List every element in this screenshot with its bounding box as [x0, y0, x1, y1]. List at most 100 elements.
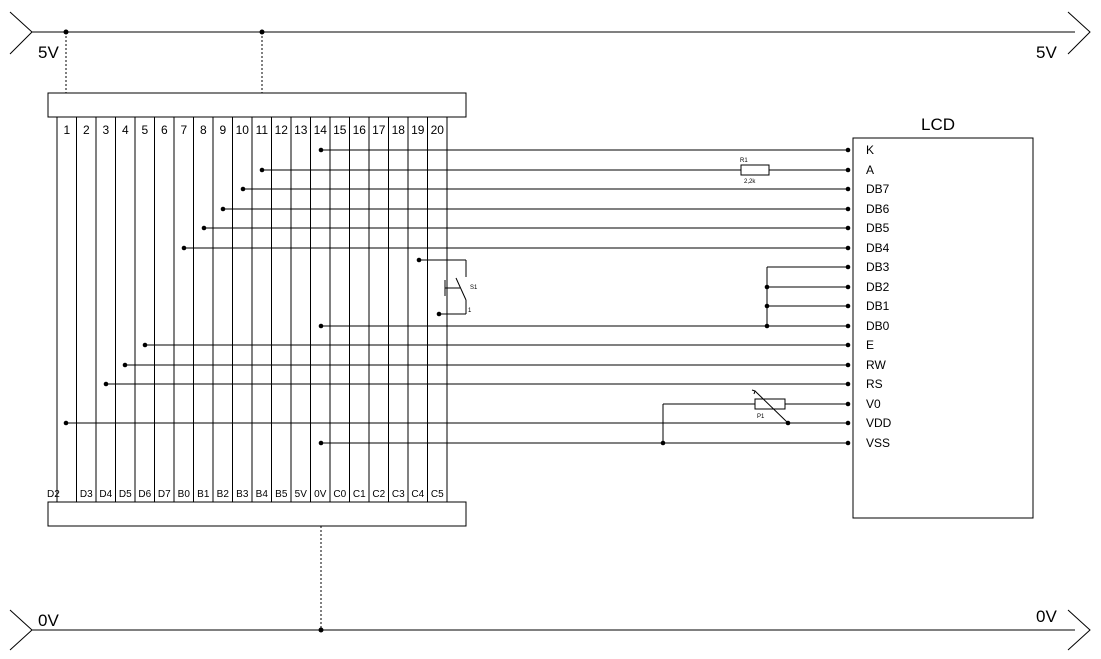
connector-top-pin-label: 18 — [392, 123, 406, 137]
resistor-body — [740, 164, 770, 176]
rail-ties — [65, 32, 322, 630]
lcd-pin-label: DB7 — [866, 182, 890, 196]
lcd-pin-dot — [845, 440, 851, 446]
connector-top-pin-label: 2 — [83, 123, 90, 137]
connector-bottom-pin-label: 0V — [314, 489, 327, 500]
junction-dot — [240, 186, 246, 192]
junction-dot — [318, 440, 324, 446]
connector-top-block — [47, 92, 467, 118]
connector-top-pin-label: 19 — [411, 123, 425, 137]
rail-5v: 5V 5V — [9, 11, 1091, 62]
lcd-pin-label: VSS — [866, 436, 890, 450]
connector-top-pin-label: 20 — [431, 123, 445, 137]
wires — [66, 149, 846, 444]
connector-bottom-pin-label: C4 — [411, 489, 424, 500]
junction-dot — [201, 225, 207, 231]
connector-bottom-pin-label: C0 — [333, 489, 346, 500]
potentiometer-p1: P1 — [751, 389, 789, 424]
lcd-pin-label: DB2 — [866, 280, 890, 294]
resistor-label: R1 — [740, 158, 748, 164]
connector-bottom-pin-label: B3 — [236, 489, 249, 500]
connector-top-pin-label: 15 — [333, 123, 347, 137]
lcd-pin-dot — [845, 420, 851, 426]
lcd-title: LCD — [921, 115, 955, 134]
junction-dot — [122, 362, 128, 368]
junction-dot — [785, 420, 791, 426]
connector-top-pin-label: 13 — [294, 123, 308, 137]
lcd-pin-dot — [845, 342, 851, 348]
rail-0v-label-right: 0V — [1036, 607, 1057, 626]
lcd-pin-label: RS — [866, 377, 883, 391]
lcd-pin-dot — [845, 167, 851, 173]
connector-top-pin-label: 17 — [372, 123, 386, 137]
connector-top-pin-label: 8 — [200, 123, 207, 137]
rail-5v-label-right: 5V — [1036, 43, 1057, 62]
rail-0v: 0V 0V — [9, 607, 1091, 651]
lcd-pin-dot — [845, 225, 851, 231]
lcd-pin-dot — [845, 362, 851, 368]
connector-top-pin-label: 10 — [236, 123, 250, 137]
lcd-pin-label: DB6 — [866, 202, 890, 216]
potentiometer-label: P1 — [757, 414, 765, 420]
connector-top-pin-label: 14 — [314, 123, 328, 137]
connector-bottom-pin-label: B4 — [256, 489, 269, 500]
junction-dot — [416, 257, 422, 263]
connector-bottom-pin-label: C3 — [392, 489, 405, 500]
lcd-pin-label: VDD — [866, 416, 892, 430]
lcd-pin-dot — [845, 381, 851, 387]
junctions — [63, 147, 791, 446]
junction-dot — [660, 440, 666, 446]
connector-top-pin-label: 12 — [275, 123, 289, 137]
lcd-pin-label: DB3 — [866, 260, 890, 274]
switch-s1: S1 1 — [419, 259, 478, 315]
connector-top-pin-label: 9 — [219, 123, 226, 137]
lcd-pin-label: E — [866, 338, 874, 352]
connector-bottom-pin-label: B0 — [178, 489, 191, 500]
junction-dot — [259, 167, 265, 173]
connector-bottom-pin-label: D4 — [99, 489, 112, 500]
junction-dot — [318, 323, 324, 329]
lcd-pin-label: V0 — [866, 397, 881, 411]
lcd-module: LCD KADB7DB6DB5DB4DB3DB2DB1DB0ERWRSV0VDD… — [845, 115, 1034, 519]
resistor-value: 2,2k — [744, 179, 756, 185]
connector-bottom-pin-label: D3 — [80, 489, 93, 500]
connector-bottom-pin-label: D6 — [138, 489, 151, 500]
junction-dot — [142, 342, 148, 348]
lcd-pin-dot — [845, 323, 851, 329]
connector-top-pin-label: 3 — [102, 123, 109, 137]
connector-top-pin-label: 16 — [353, 123, 367, 137]
lcd-pin-dot — [845, 401, 851, 407]
connector-top-pin-label: 4 — [122, 123, 129, 137]
junction-dot — [318, 147, 324, 153]
switch-pin-label: 1 — [468, 308, 472, 314]
junction-dot — [220, 206, 226, 212]
connector-bottom-pin-label: B2 — [217, 489, 230, 500]
junction-dot — [63, 420, 69, 426]
connector-bottom-pin-label: B5 — [275, 489, 288, 500]
lcd-pin-dot — [845, 206, 851, 212]
junction-dot — [103, 381, 109, 387]
connector-bottom-pin-label: D5 — [119, 489, 132, 500]
rail-5v-label-left: 5V — [38, 43, 59, 62]
lcd-pin-label: DB0 — [866, 319, 890, 333]
connector-top-pin-label: 7 — [180, 123, 187, 137]
lcd-pin-dot — [845, 245, 851, 251]
lcd-box — [852, 137, 1034, 519]
connector-lines — [56, 117, 448, 502]
junction-dot — [436, 311, 442, 317]
rail-0v-label-left: 0V — [38, 611, 59, 630]
junction-dot — [764, 303, 770, 309]
junction-dot — [181, 245, 187, 251]
junction-dot — [764, 284, 770, 290]
lcd-pin-label: K — [866, 143, 874, 157]
connector-bottom-pin-label: D2 — [47, 489, 60, 500]
potentiometer-body — [754, 398, 786, 410]
connector-top-pin-label: 6 — [161, 123, 168, 137]
connector-top-pin-label: 5 — [141, 123, 148, 137]
resistor-r1: R1 2,2k — [740, 158, 770, 185]
lcd-pin-label: DB1 — [866, 299, 890, 313]
